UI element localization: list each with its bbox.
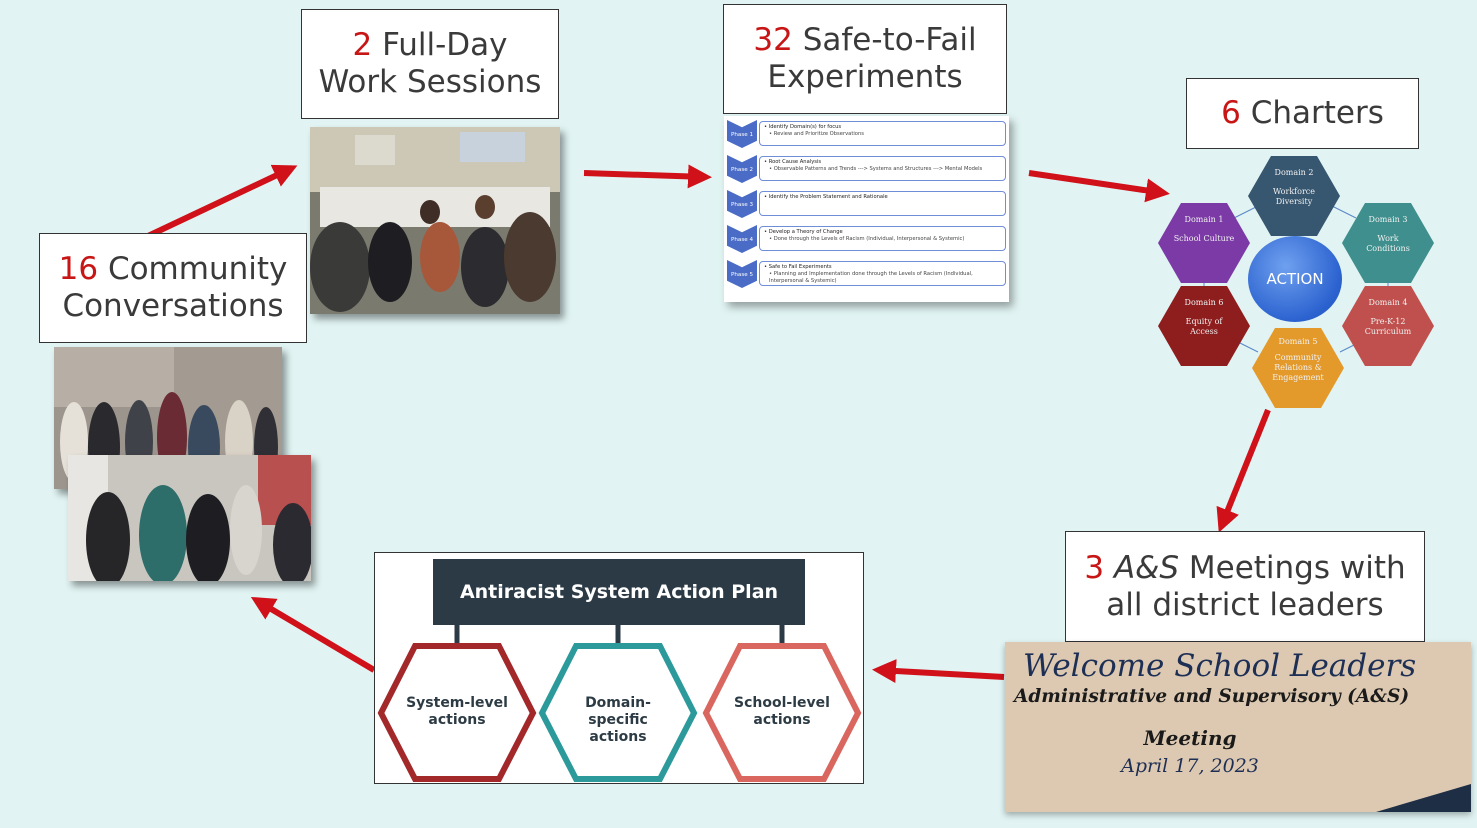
phase-box: • Safe to Fail Experiments• Planning and…	[759, 261, 1006, 286]
community-line2: Conversations	[62, 288, 284, 324]
phase-row: Phase 3 • Identify the Problem Statement…	[727, 190, 1007, 218]
phases-slide: Phase 1 • Identify Domain(s) for focus• …	[724, 116, 1009, 302]
action-plan-slide: Antiracist System Action Plan System-lev…	[374, 552, 864, 784]
community-conversations-label: 16 Community Conversations	[39, 233, 307, 343]
experiments-count: 32	[753, 22, 793, 59]
domain-specific-hexagon	[538, 643, 698, 782]
phase-sub: • Planning and Implementation done throu…	[769, 271, 973, 285]
phase-title: • Root Cause Analysis	[764, 159, 822, 165]
action-plan-shapes	[377, 625, 862, 782]
phase-chevron: Phase 1	[727, 120, 757, 148]
workdays-count: 2	[352, 27, 373, 64]
phase-box: • Identify the Problem Statement and Rat…	[759, 191, 1006, 216]
phase-box: • Develop a Theory of Change• Done throu…	[759, 226, 1006, 251]
phase-chevron: Phase 5	[727, 260, 757, 288]
arrow-meetings-to-plan	[872, 659, 1005, 683]
phase-chevron: Phase 3	[727, 190, 757, 218]
arrow-workdays-to-experiments	[583, 164, 712, 189]
domain-1-hexagon: Domain 1 School Culture	[1158, 203, 1250, 283]
welcome-title: Welcome School Leaders	[1023, 648, 1417, 684]
phase-title: • Identify Domain(s) for focus	[764, 124, 842, 130]
meetings-line1: Meetings with	[1188, 549, 1406, 586]
welcome-meeting: Meeting	[1143, 726, 1237, 750]
system-level-hexagon	[377, 643, 537, 782]
phase-sub: • Review and Prioritize Observations	[769, 131, 864, 138]
community-count: 16	[58, 251, 99, 288]
slide-corner-decoration	[1376, 784, 1471, 812]
meetings-as: A&S	[1113, 549, 1180, 586]
action-plan-title: Antiracist System Action Plan	[433, 559, 805, 625]
charters-label: 6 Charters	[1186, 78, 1419, 149]
experiments-line1: Safe-to-Fail	[802, 22, 977, 59]
action-center: ACTION	[1248, 236, 1342, 322]
phase-row: Phase 4 • Develop a Theory of Change• Do…	[727, 225, 1007, 253]
charters-text: Charters	[1250, 95, 1384, 132]
school-level-hexagon	[702, 643, 862, 782]
charters-count: 6	[1221, 95, 1241, 132]
phase-row: Phase 1 • Identify Domain(s) for focus• …	[727, 120, 1007, 148]
meetings-count: 3	[1084, 549, 1105, 586]
arrow-charters-to-meetings	[1216, 408, 1271, 533]
community-line1: Community	[107, 251, 288, 288]
phase-row: Phase 2 • Root Cause Analysis• Observabl…	[727, 155, 1007, 183]
welcome-subtitle: Administrative and Supervisory (A&S)	[1014, 686, 1410, 707]
work-session-photo	[310, 127, 560, 314]
phase-row: Phase 5 • Safe to Fail Experiments• Plan…	[727, 260, 1007, 288]
phase-chevron: Phase 2	[727, 155, 757, 183]
welcome-date: April 17, 2023	[1121, 755, 1259, 777]
work-sessions-label: 2 Full-Day Work Sessions	[301, 9, 559, 119]
workdays-line1: Full-Day	[382, 27, 508, 64]
phase-box: • Root Cause Analysis• Observable Patter…	[759, 156, 1006, 181]
phase-title: • Identify the Problem Statement and Rat…	[764, 194, 888, 200]
phase-box: • Identify Domain(s) for focus• Review a…	[759, 121, 1006, 146]
meetings-line2: all district leaders	[1106, 586, 1384, 623]
phase-chevron: Phase 4	[727, 225, 757, 253]
arrow-experiments-to-charters	[1028, 170, 1170, 203]
arrow-plan-to-community	[250, 596, 376, 673]
workdays-line2: Work Sessions	[318, 64, 542, 100]
meetings-label: 3 A&S Meetings with all district leaders	[1065, 531, 1425, 642]
phase-title: • Develop a Theory of Change	[764, 229, 843, 235]
phase-sub: • Done through the Levels of Racism (Ind…	[769, 236, 965, 243]
phase-sub: • Observable Patterns and Trends ---> Sy…	[769, 166, 983, 173]
phase-title: • Safe to Fail Experiments	[764, 264, 832, 270]
experiments-line2: Experiments	[767, 59, 963, 95]
community-photo-2	[68, 455, 311, 581]
arrow-community-to-workdays	[146, 164, 298, 239]
experiments-label: 32 Safe-to-Fail Experiments	[723, 4, 1007, 114]
welcome-slide: Welcome School Leaders Administrative an…	[1005, 642, 1471, 812]
